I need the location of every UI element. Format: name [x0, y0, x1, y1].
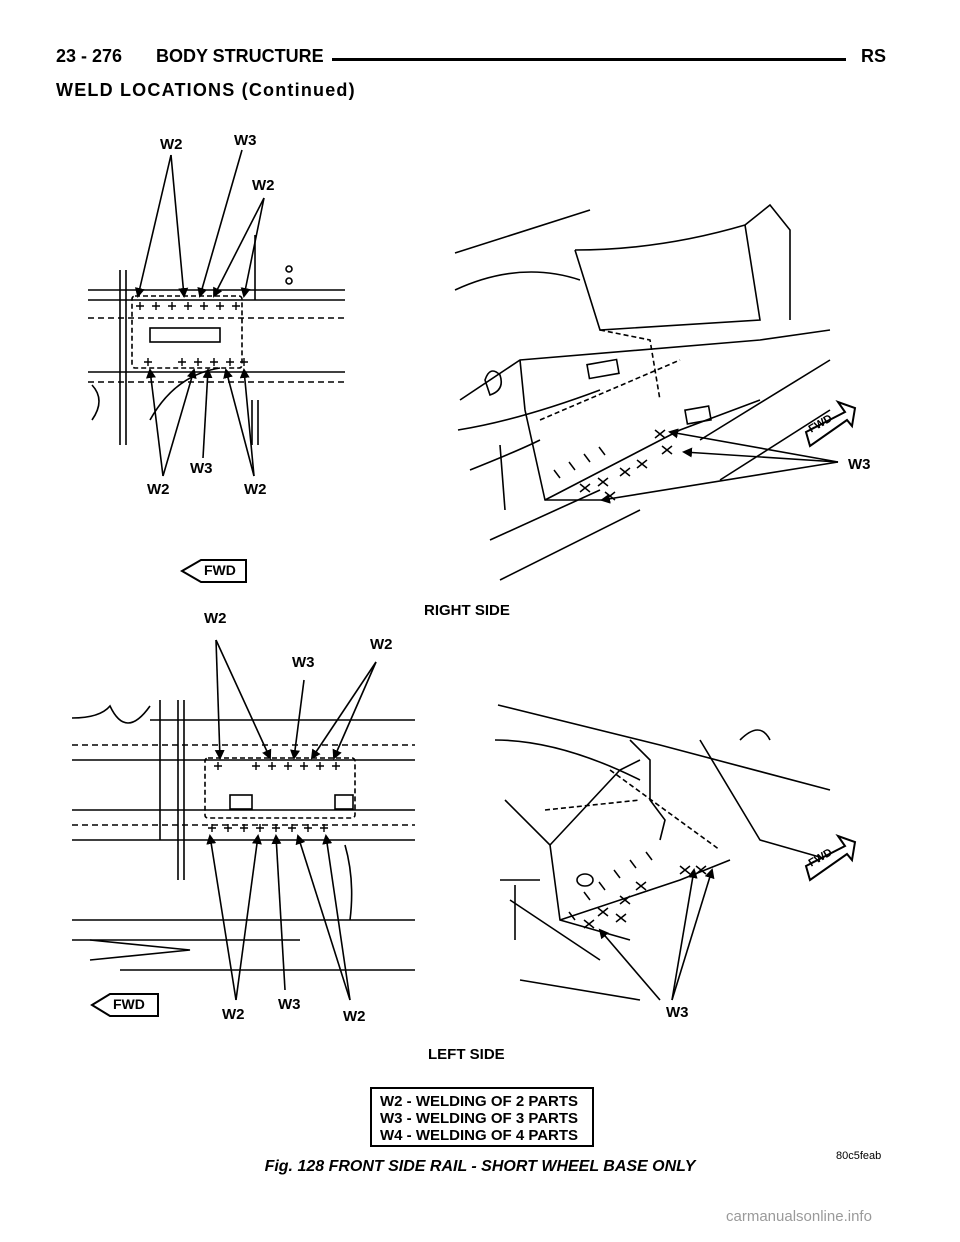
left-iso-weld-label: W3 [666, 1004, 689, 1021]
left-top-weld-label: W3 [292, 654, 315, 671]
legend-item: W3 - WELDING OF 3 PARTS [380, 1110, 579, 1127]
legend-item: W2 - WELDING OF 2 PARTS [380, 1093, 579, 1110]
page-header: 23 - 276 BODY STRUCTURE RS [56, 46, 886, 74]
left-side-isometric-view [494, 704, 857, 1001]
figure-code: 80c5feab [836, 1150, 882, 1162]
left-top-weld-label: W2 [370, 636, 393, 653]
right-side-isometric-view [454, 203, 857, 581]
watermark: carmanualsonline.info [726, 1208, 872, 1225]
left-fwd-label: FWD [113, 996, 145, 1012]
right-top-weld-label: W3 [234, 132, 257, 149]
right-bottom-weld-label: W2 [244, 481, 267, 498]
model-code: RS [852, 46, 886, 67]
figure-caption: Fig. 128 FRONT SIDE RAIL - SHORT WHEEL B… [264, 1158, 696, 1175]
right-bottom-weld-label: W3 [190, 460, 213, 477]
left-bottom-weld-label: W2 [222, 1006, 245, 1023]
right-fwd-label: FWD [204, 562, 236, 578]
left-top-weld-label: W2 [204, 610, 227, 627]
right-iso-weld-label: W3 [848, 456, 871, 473]
weld-legend: W2 - WELDING OF 2 PARTS W3 - WELDING OF … [370, 1087, 594, 1147]
legend-item: W4 - WELDING OF 4 PARTS [380, 1127, 579, 1144]
left-bottom-weld-label: W2 [343, 1008, 366, 1025]
right-side-title: RIGHT SIDE [424, 602, 510, 619]
page-number: 23 - 276 [56, 46, 123, 66]
right-fwd-arrow [180, 559, 247, 583]
left-side-top-view [71, 639, 415, 1001]
right-bottom-weld-label: W2 [147, 481, 170, 498]
section-title: BODY STRUCTURE [156, 46, 332, 67]
left-fwd-arrow [90, 993, 159, 1017]
left-side-title: LEFT SIDE [428, 1046, 505, 1063]
page-subtitle: WELD LOCATIONS (Continued) [56, 80, 356, 100]
right-side-top-view [88, 149, 345, 477]
header-rule [156, 58, 846, 61]
right-top-weld-label: W2 [160, 136, 183, 153]
right-top-weld-label: W2 [252, 177, 275, 194]
left-bottom-weld-label: W3 [278, 996, 301, 1013]
